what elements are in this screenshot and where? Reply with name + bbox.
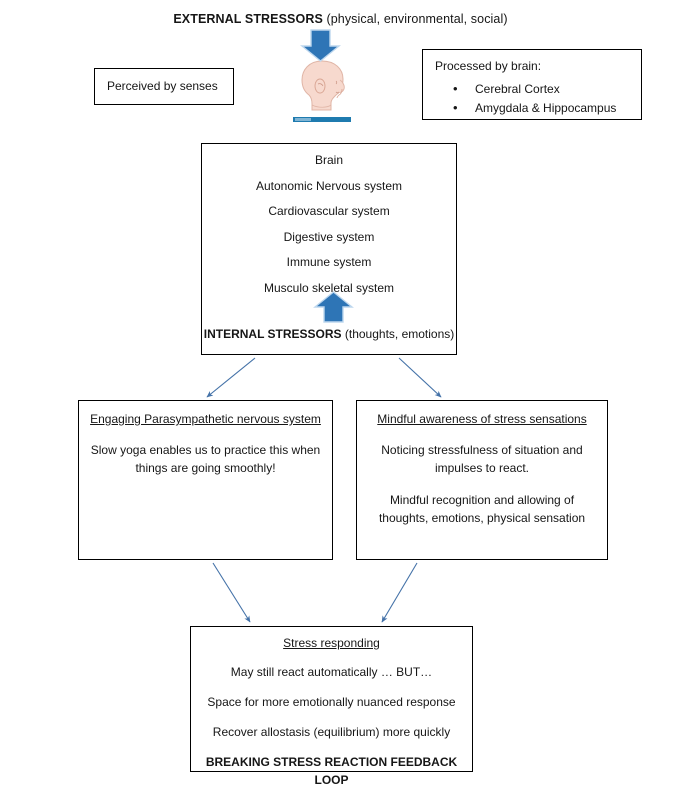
title-bold: EXTERNAL STRESSORS	[173, 12, 323, 26]
body-systems-list: Brain Autonomic Nervous system Cardiovas…	[202, 144, 456, 297]
list-item: Immune system	[286, 255, 372, 269]
stress-responding-heading: Stress responding	[283, 636, 380, 650]
connector-parasympathetic-to-response	[212, 562, 251, 623]
processed-by-brain-box: Processed by brain: Cerebral Cortex Amyg…	[422, 49, 642, 120]
mindful-awareness-heading: Mindful awareness of stress sensations	[377, 412, 587, 426]
list-item: Autonomic Nervous system	[255, 178, 403, 193]
list-item: Brain	[314, 153, 343, 167]
list-item: Amygdala & Hippocampus	[453, 98, 641, 118]
mindful-awareness-para-1: Noticing stressfulness of situation and …	[381, 443, 583, 475]
mindful-awareness-box: Mindful awareness of stress sensations N…	[356, 400, 608, 560]
parasympathetic-heading: Engaging Parasympathetic nervous system	[90, 412, 321, 426]
body-systems-box: Brain Autonomic Nervous system Cardiovas…	[201, 143, 457, 355]
processed-by-brain-list: Cerebral Cortex Amygdala & Hippocampus	[423, 79, 641, 118]
list-item: Musculo skeletal system	[263, 280, 395, 295]
internal-stressors-rest: (thoughts, emotions)	[341, 327, 455, 341]
processed-by-brain-heading: Processed by brain:	[435, 59, 542, 73]
stress-responding-line-4: BREAKING STRESS REACTION FEEDBACK LOOP	[205, 755, 458, 787]
connector-central-to-mindful	[398, 357, 442, 398]
internal-stressors-bold: INTERNAL STRESSORS	[203, 327, 342, 341]
parasympathetic-box: Engaging Parasympathetic nervous system …	[78, 400, 333, 560]
external-stressors-down-arrow	[300, 29, 341, 62]
page-title: EXTERNAL STRESSORS (physical, environmen…	[0, 11, 681, 27]
stress-responding-box: Stress responding May still react automa…	[190, 626, 473, 787]
internal-stressors-label: INTERNAL STRESSORS (thoughts, emotions)	[202, 327, 456, 341]
human-head-profile-icon	[301, 60, 345, 111]
mindful-awareness-para-2: Mindful recognition and allowing of thou…	[378, 493, 586, 525]
list-item: Cardiovascular system	[268, 204, 390, 218]
caption-bar-tick	[295, 118, 311, 121]
connector-mindful-to-response	[381, 562, 418, 623]
connector-central-to-parasympathetic	[206, 357, 256, 398]
perceived-by-senses-label: Perceived by senses	[107, 79, 218, 93]
caption-bar	[293, 117, 351, 122]
perceived-by-senses-box: Perceived by senses	[94, 68, 234, 105]
list-item: Cerebral Cortex	[453, 79, 641, 99]
list-item: Digestive system	[283, 229, 375, 244]
parasympathetic-body: Slow yoga enables us to practice this wh…	[90, 443, 321, 475]
stress-responding-line-1: May still react automatically … BUT…	[230, 665, 433, 679]
title-rest: (physical, environmental, social)	[322, 12, 508, 26]
stress-responding-line-2: Space for more emotionally nuanced respo…	[207, 695, 456, 709]
stress-responding-line-3: Recover allostasis (equilibrium) more qu…	[212, 725, 451, 739]
